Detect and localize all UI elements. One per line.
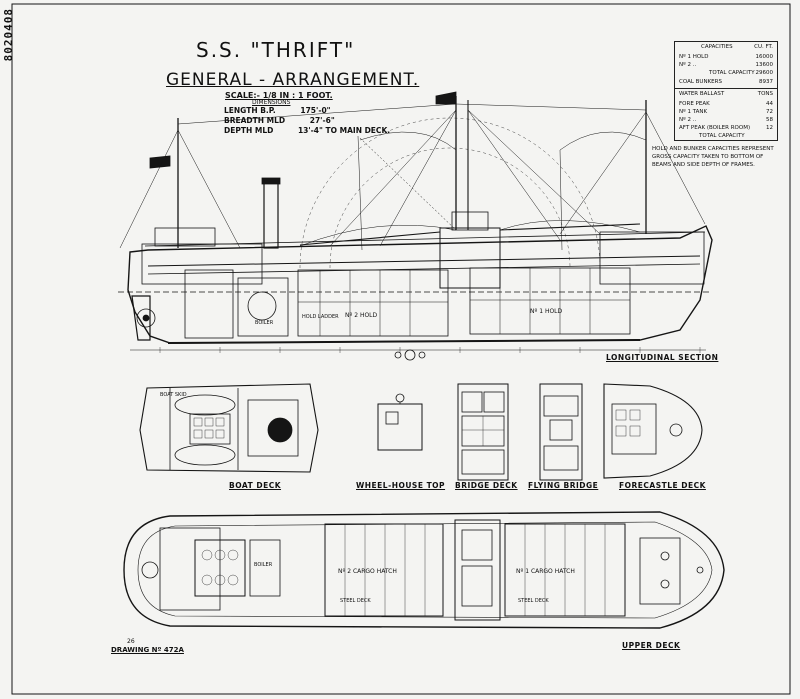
ship-title: S.S. "THRIFT" bbox=[196, 38, 356, 62]
dimension-row: DEPTH MLD 13'-4" TO MAIN DECK. bbox=[224, 126, 390, 135]
main-deck bbox=[147, 255, 701, 267]
dimensions-heading: DIMENSIONS bbox=[252, 99, 291, 106]
hold-ladder-label: HOLD LADDER bbox=[302, 314, 339, 320]
ballast-label: Nº 1 TANK bbox=[679, 109, 708, 115]
capacity-value: 8937 bbox=[759, 79, 773, 85]
capacities-heading: CAPACITIES bbox=[701, 44, 733, 50]
funnel bbox=[263, 181, 279, 249]
dimension-value: 13'-4" TO MAIN DECK. bbox=[297, 126, 391, 135]
capacity-label: TOTAL CAPACITY bbox=[709, 70, 755, 76]
ballast-value: 44 bbox=[766, 101, 773, 107]
boiler-label: BOILER bbox=[255, 320, 274, 326]
ballast-heading: WATER BALLAST bbox=[679, 91, 725, 97]
capacity-label: Nº 2 .. bbox=[679, 62, 697, 68]
boat-deck-label: BOAT DECK bbox=[229, 481, 282, 490]
lifeboat bbox=[174, 444, 236, 466]
propeller bbox=[136, 308, 156, 328]
flying-bridge-label: FLYING BRIDGE bbox=[528, 481, 599, 490]
scale-label: SCALE:- 1/8 IN : 1 FOOT. bbox=[225, 91, 333, 100]
upper-deck-label: UPPER DECK bbox=[622, 641, 681, 650]
capacities-unit: CU. FT. bbox=[754, 44, 773, 50]
midship-mark bbox=[404, 349, 416, 361]
flying-bridge-plan bbox=[539, 383, 583, 481]
boat-deck-plan bbox=[139, 383, 319, 473]
longitudinal-section bbox=[118, 91, 713, 361]
bridge-deck-plan bbox=[457, 383, 509, 481]
main-flag bbox=[435, 91, 457, 105]
dimension-label: BREADTH MLD bbox=[224, 116, 286, 125]
no1-hatch-label: Nº 1 CARGO HATCH bbox=[516, 568, 575, 575]
aft-deckhouse bbox=[154, 227, 216, 247]
drawing-number-top: 26 bbox=[127, 638, 135, 645]
boiler-plan-label: BOILER bbox=[254, 562, 273, 568]
ballast-value: 12 bbox=[766, 125, 773, 131]
drawing-subtitle: GENERAL - ARRANGEMENT. bbox=[166, 70, 420, 90]
drawing-number: DRAWING Nº 472A bbox=[111, 646, 184, 654]
stern-house bbox=[141, 243, 263, 285]
boiler-room bbox=[237, 277, 289, 337]
capacity-value: 29600 bbox=[755, 70, 774, 76]
dimension-row: LENGTH B.P. 175'-0" bbox=[224, 106, 331, 115]
no2-hatch-label: Nº 2 CARGO HATCH bbox=[338, 568, 397, 575]
forecastle-deck-label: FORECASTLE DECK bbox=[619, 481, 706, 490]
ballast-label: Nº 2 .. bbox=[679, 117, 697, 123]
boat-skid-label: BOAT SKID bbox=[160, 392, 187, 398]
no2-hold-label: Nº 2 HOLD bbox=[345, 312, 378, 319]
bridge-house bbox=[439, 227, 501, 289]
funnel-top bbox=[261, 177, 281, 185]
wheelhouse bbox=[451, 211, 489, 231]
dimension-value: 175'-0" bbox=[300, 106, 331, 115]
sheet-border bbox=[11, 3, 791, 695]
ballast-value: 58 bbox=[766, 117, 773, 123]
ballast-value: 72 bbox=[766, 109, 773, 115]
engine-room bbox=[184, 269, 234, 339]
tween-deck bbox=[147, 263, 701, 275]
wheelhouse-top-plan bbox=[377, 393, 423, 451]
wheelhouse-top-label: WHEEL-HOUSE TOP bbox=[356, 481, 446, 490]
forecastle-deck-plan bbox=[603, 383, 703, 479]
dimension-row: BREADTH MLD 27'-6" bbox=[224, 116, 335, 125]
aft-flag bbox=[149, 155, 171, 169]
steel-deck-label-2: STEEL DECK bbox=[518, 598, 549, 604]
hull-profile bbox=[127, 225, 713, 344]
dimension-label: DEPTH MLD bbox=[224, 126, 274, 135]
capacity-value: 16000 bbox=[755, 54, 774, 60]
funnel-plan bbox=[267, 417, 293, 443]
dimension-label: LENGTH B.P. bbox=[224, 106, 276, 115]
no1-hold bbox=[469, 267, 631, 335]
capacity-value: 13600 bbox=[755, 62, 774, 68]
dimension-value: 27'-6" bbox=[309, 116, 335, 125]
lifeboat bbox=[174, 394, 236, 416]
forecastle bbox=[599, 231, 705, 285]
ballast-unit: TONS bbox=[757, 91, 773, 97]
rudder bbox=[131, 295, 151, 341]
capacity-note: HOLD AND BUNKER CAPACITIES REPRESENT GRO… bbox=[652, 146, 774, 168]
no1-hold-label: Nº 1 HOLD bbox=[530, 308, 563, 315]
capacity-label: COAL BUNKERS bbox=[679, 79, 722, 85]
ballast-label: FORE PEAK bbox=[679, 101, 710, 107]
longitudinal-section-label: LONGITUDINAL SECTION bbox=[606, 353, 719, 362]
capacity-label: Nº 1 HOLD bbox=[679, 54, 709, 60]
ballast-label: AFT PEAK (BOILER ROOM) bbox=[679, 125, 751, 131]
keel bbox=[167, 339, 641, 344]
upper-deck-plan bbox=[123, 511, 725, 629]
boiler bbox=[247, 291, 277, 321]
no2-hold bbox=[297, 269, 449, 337]
bridge-deck-label: BRIDGE DECK bbox=[455, 481, 518, 490]
steel-deck-label: STEEL DECK bbox=[340, 598, 371, 604]
ballast-total-label: TOTAL CAPACITY bbox=[699, 133, 745, 139]
propeller-hub bbox=[142, 314, 150, 322]
capacities-table: CAPACITIES CU. FT. Nº 1 HOLD 16000 Nº 2 ..… bbox=[674, 41, 778, 141]
